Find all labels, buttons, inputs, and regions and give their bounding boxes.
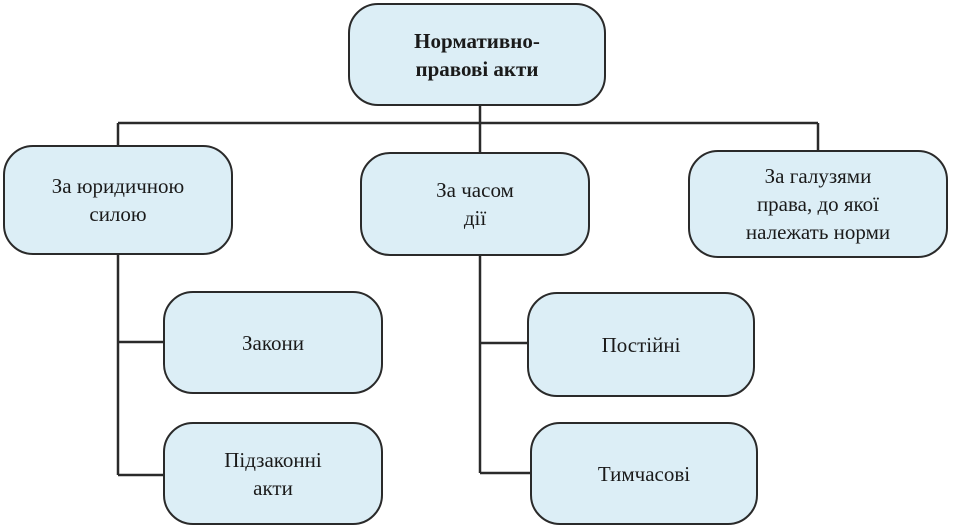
leaf-node-permanent: Постійні	[527, 292, 755, 397]
leaf-label: Постійні	[601, 332, 681, 357]
leaf-label: Тимчасові	[597, 461, 691, 486]
category-node-time: За часом дії	[360, 152, 590, 256]
category-node-legal-force: За юридичною силою	[3, 145, 233, 255]
leaf-node-bylaws: Підзаконні акти	[163, 422, 383, 525]
category-label: За галузями права, до якої належать норм…	[745, 164, 891, 244]
leaf-node-laws: Закони	[163, 291, 383, 394]
root-label: Нормативно- правові акти	[414, 28, 540, 81]
leaf-label: Підзаконні акти	[224, 447, 322, 500]
leaf-node-temporary: Тимчасові	[530, 422, 758, 525]
category-label: За юридичною силою	[51, 174, 185, 226]
leaf-label: Закони	[242, 330, 304, 355]
root-node: Нормативно- правові акти	[348, 3, 606, 106]
category-label: За часом дії	[436, 178, 514, 230]
category-node-branch: За галузями права, до якої належать норм…	[688, 150, 948, 258]
